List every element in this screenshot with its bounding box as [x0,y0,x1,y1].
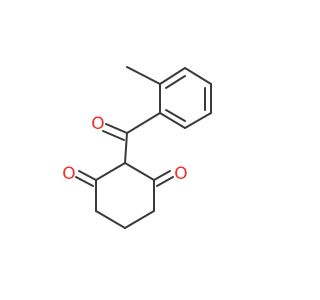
carbonyl-bond [153,170,171,181]
carbonyl-bond-double [75,176,94,187]
oxygen-atom-right: O [174,164,187,184]
double-bond-inner [165,109,186,122]
double-bond-inner [165,75,186,89]
molecule-structure: O O O [62,66,212,229]
carbonyl-bond-double [102,130,125,141]
bond [184,112,212,129]
bond [124,132,128,164]
bond [124,210,155,229]
bond [126,112,161,134]
benzene-ring [159,67,212,129]
bond [95,162,126,181]
oxygen-atom-ketone: O [91,114,104,134]
oxygen-atom-left: O [62,164,75,184]
bond [95,210,126,229]
bond [159,112,186,129]
bond [159,67,186,85]
carbonyl-bond-double [156,176,174,187]
bond [124,162,155,181]
cyclohexanedione-ring [95,162,155,229]
bond [184,67,212,85]
methyl-bond [126,66,161,85]
carbonyl-bond [105,123,128,134]
carbonyl-bond [78,170,97,181]
